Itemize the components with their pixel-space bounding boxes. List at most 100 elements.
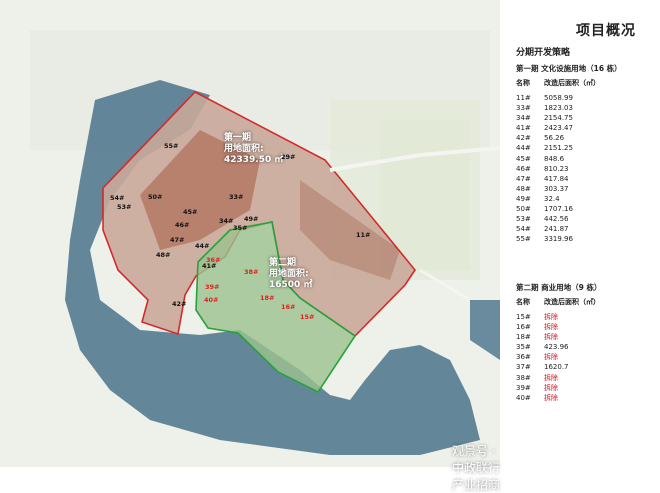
phase1-area-label: 第一期 用地面积: 42339.50 ㎡	[224, 133, 284, 165]
building-name: 47#	[516, 174, 531, 183]
building-area: 拆除	[544, 393, 558, 402]
table-row: 45# 848.6	[516, 154, 573, 164]
building-label-demolish: 15#	[300, 313, 315, 321]
table-row: 42# 56.26	[516, 133, 573, 143]
building-area: 5058.99	[544, 94, 573, 102]
building-label: 34#	[219, 217, 234, 225]
building-name: 18#	[516, 333, 531, 342]
table-row: 15# 拆除	[516, 312, 569, 322]
table-row: 18# 拆除	[516, 332, 569, 342]
building-area: 417.84	[544, 174, 569, 183]
building-area: 423.96	[544, 343, 569, 352]
building-area: 拆除	[544, 313, 558, 321]
table-row: 33# 1823.03	[516, 103, 573, 113]
building-label-demolish: 38#	[244, 268, 259, 276]
building-name: 39#	[516, 383, 531, 392]
building-label: 49#	[244, 215, 259, 223]
phase2-column-header: 名称改造后面积（㎡）	[516, 297, 600, 307]
building-name: 40#	[516, 393, 531, 402]
table-row: 36#拆除	[516, 352, 569, 362]
phase2-heading: 第二期 商业用地（9 栋）	[516, 283, 602, 292]
building-area: 1707.16	[544, 205, 573, 214]
site-plan-map: 第一期 用地面积: 42339.50 ㎡ 第二期 用地面积: 16500 ㎡ 5…	[0, 0, 500, 492]
table-row: 49#32.4	[516, 194, 573, 204]
building-label: 11#	[356, 231, 371, 239]
building-label: 29#	[281, 153, 296, 161]
building-name: 42#	[516, 134, 531, 143]
table-row: 11# 5058.99	[516, 93, 573, 103]
building-label: 48#	[156, 251, 171, 259]
phase1-heading: 第一期 文化设施用地（16 栋）	[516, 64, 622, 73]
building-area: 拆除	[544, 373, 558, 382]
building-area: 拆除	[544, 383, 558, 392]
col-name: 名称	[516, 298, 530, 306]
building-area: 303.37	[544, 184, 569, 193]
col-area: 改造后面积（㎡）	[544, 79, 600, 87]
phase2-site	[196, 222, 355, 392]
building-name: 35#	[516, 343, 531, 352]
building-name: 46#	[516, 164, 531, 173]
building-area: 1823.03	[544, 104, 573, 113]
building-area: 拆除	[544, 333, 558, 342]
site-plan-drawing	[65, 80, 500, 455]
building-name: 38#	[516, 373, 531, 382]
building-name: 33#	[516, 104, 531, 113]
building-label: 35#	[233, 224, 248, 232]
building-label: 53#	[117, 203, 132, 211]
building-name: 44#	[516, 144, 531, 153]
phase2-boundary	[195, 221, 357, 394]
building-area: 3319.96	[544, 235, 573, 244]
building-area: 32.4	[544, 194, 560, 203]
table-row: 35# 423.96	[516, 342, 569, 352]
building-name: 50#	[516, 205, 531, 214]
table-row: 46# 810.23	[516, 164, 573, 174]
table-row: 40# 拆除	[516, 393, 569, 403]
building-name: 48#	[516, 184, 531, 193]
col-name: 名称	[516, 79, 530, 87]
table-row: 53#442.56	[516, 214, 573, 224]
phase2-area-label: 第二期 用地面积: 16500 ㎡	[269, 258, 313, 290]
table-row: 48# 303.37	[516, 184, 573, 194]
building-label-demolish: 36#	[206, 256, 221, 264]
building-label: 46#	[175, 221, 190, 229]
building-label: 42#	[172, 300, 187, 308]
building-area: 241.87	[544, 225, 569, 234]
building-name: 34#	[516, 114, 531, 123]
building-label: 54#	[110, 194, 125, 202]
table-row: 54#241.87	[516, 224, 573, 234]
table-row: 38# 拆除	[516, 373, 569, 383]
table-row: 55# 3319.96	[516, 234, 573, 244]
table-row: 50# 1707.16	[516, 204, 573, 214]
table-row: 34# 2154.75	[516, 113, 573, 123]
building-label: 50#	[148, 193, 163, 201]
building-label: 55#	[164, 142, 179, 150]
building-area: 2423.47	[544, 124, 573, 133]
building-label-demolish: 18#	[260, 294, 275, 302]
phase1-column-header: 名称 改造后面积（㎡）	[516, 78, 600, 88]
building-area: 拆除	[544, 323, 558, 332]
building-name: 16#	[516, 323, 531, 332]
building-area: 拆除	[544, 353, 558, 362]
info-panel: 项目概况 分期开发策略 第一期 文化设施用地（16 栋） 名称改造后面积（㎡） …	[502, 0, 660, 467]
building-name: 15#	[516, 313, 531, 321]
building-area: 2154.75	[544, 114, 573, 123]
building-area: 810.23	[544, 164, 569, 173]
building-name: 11#	[516, 94, 531, 102]
building-area: 848.6	[544, 154, 565, 163]
building-area: 2151.25	[544, 144, 573, 153]
page-title: 项目概况	[576, 23, 636, 39]
building-name: 55#	[516, 235, 531, 244]
water-body	[65, 80, 480, 455]
building-label: 41#	[202, 262, 217, 270]
building-label: 33#	[229, 193, 244, 201]
building-name: 45#	[516, 154, 531, 163]
building-label: 47#	[170, 236, 185, 244]
building-area: 442.56	[544, 215, 569, 224]
table-row: 37#1620.7	[516, 362, 569, 372]
watermark: 观景号 · 中政联行产业招商	[452, 444, 501, 492]
table-row: 39# 拆除	[516, 383, 569, 393]
table-row: 47# 417.84	[516, 174, 573, 184]
building-area: 56.26	[544, 134, 565, 143]
